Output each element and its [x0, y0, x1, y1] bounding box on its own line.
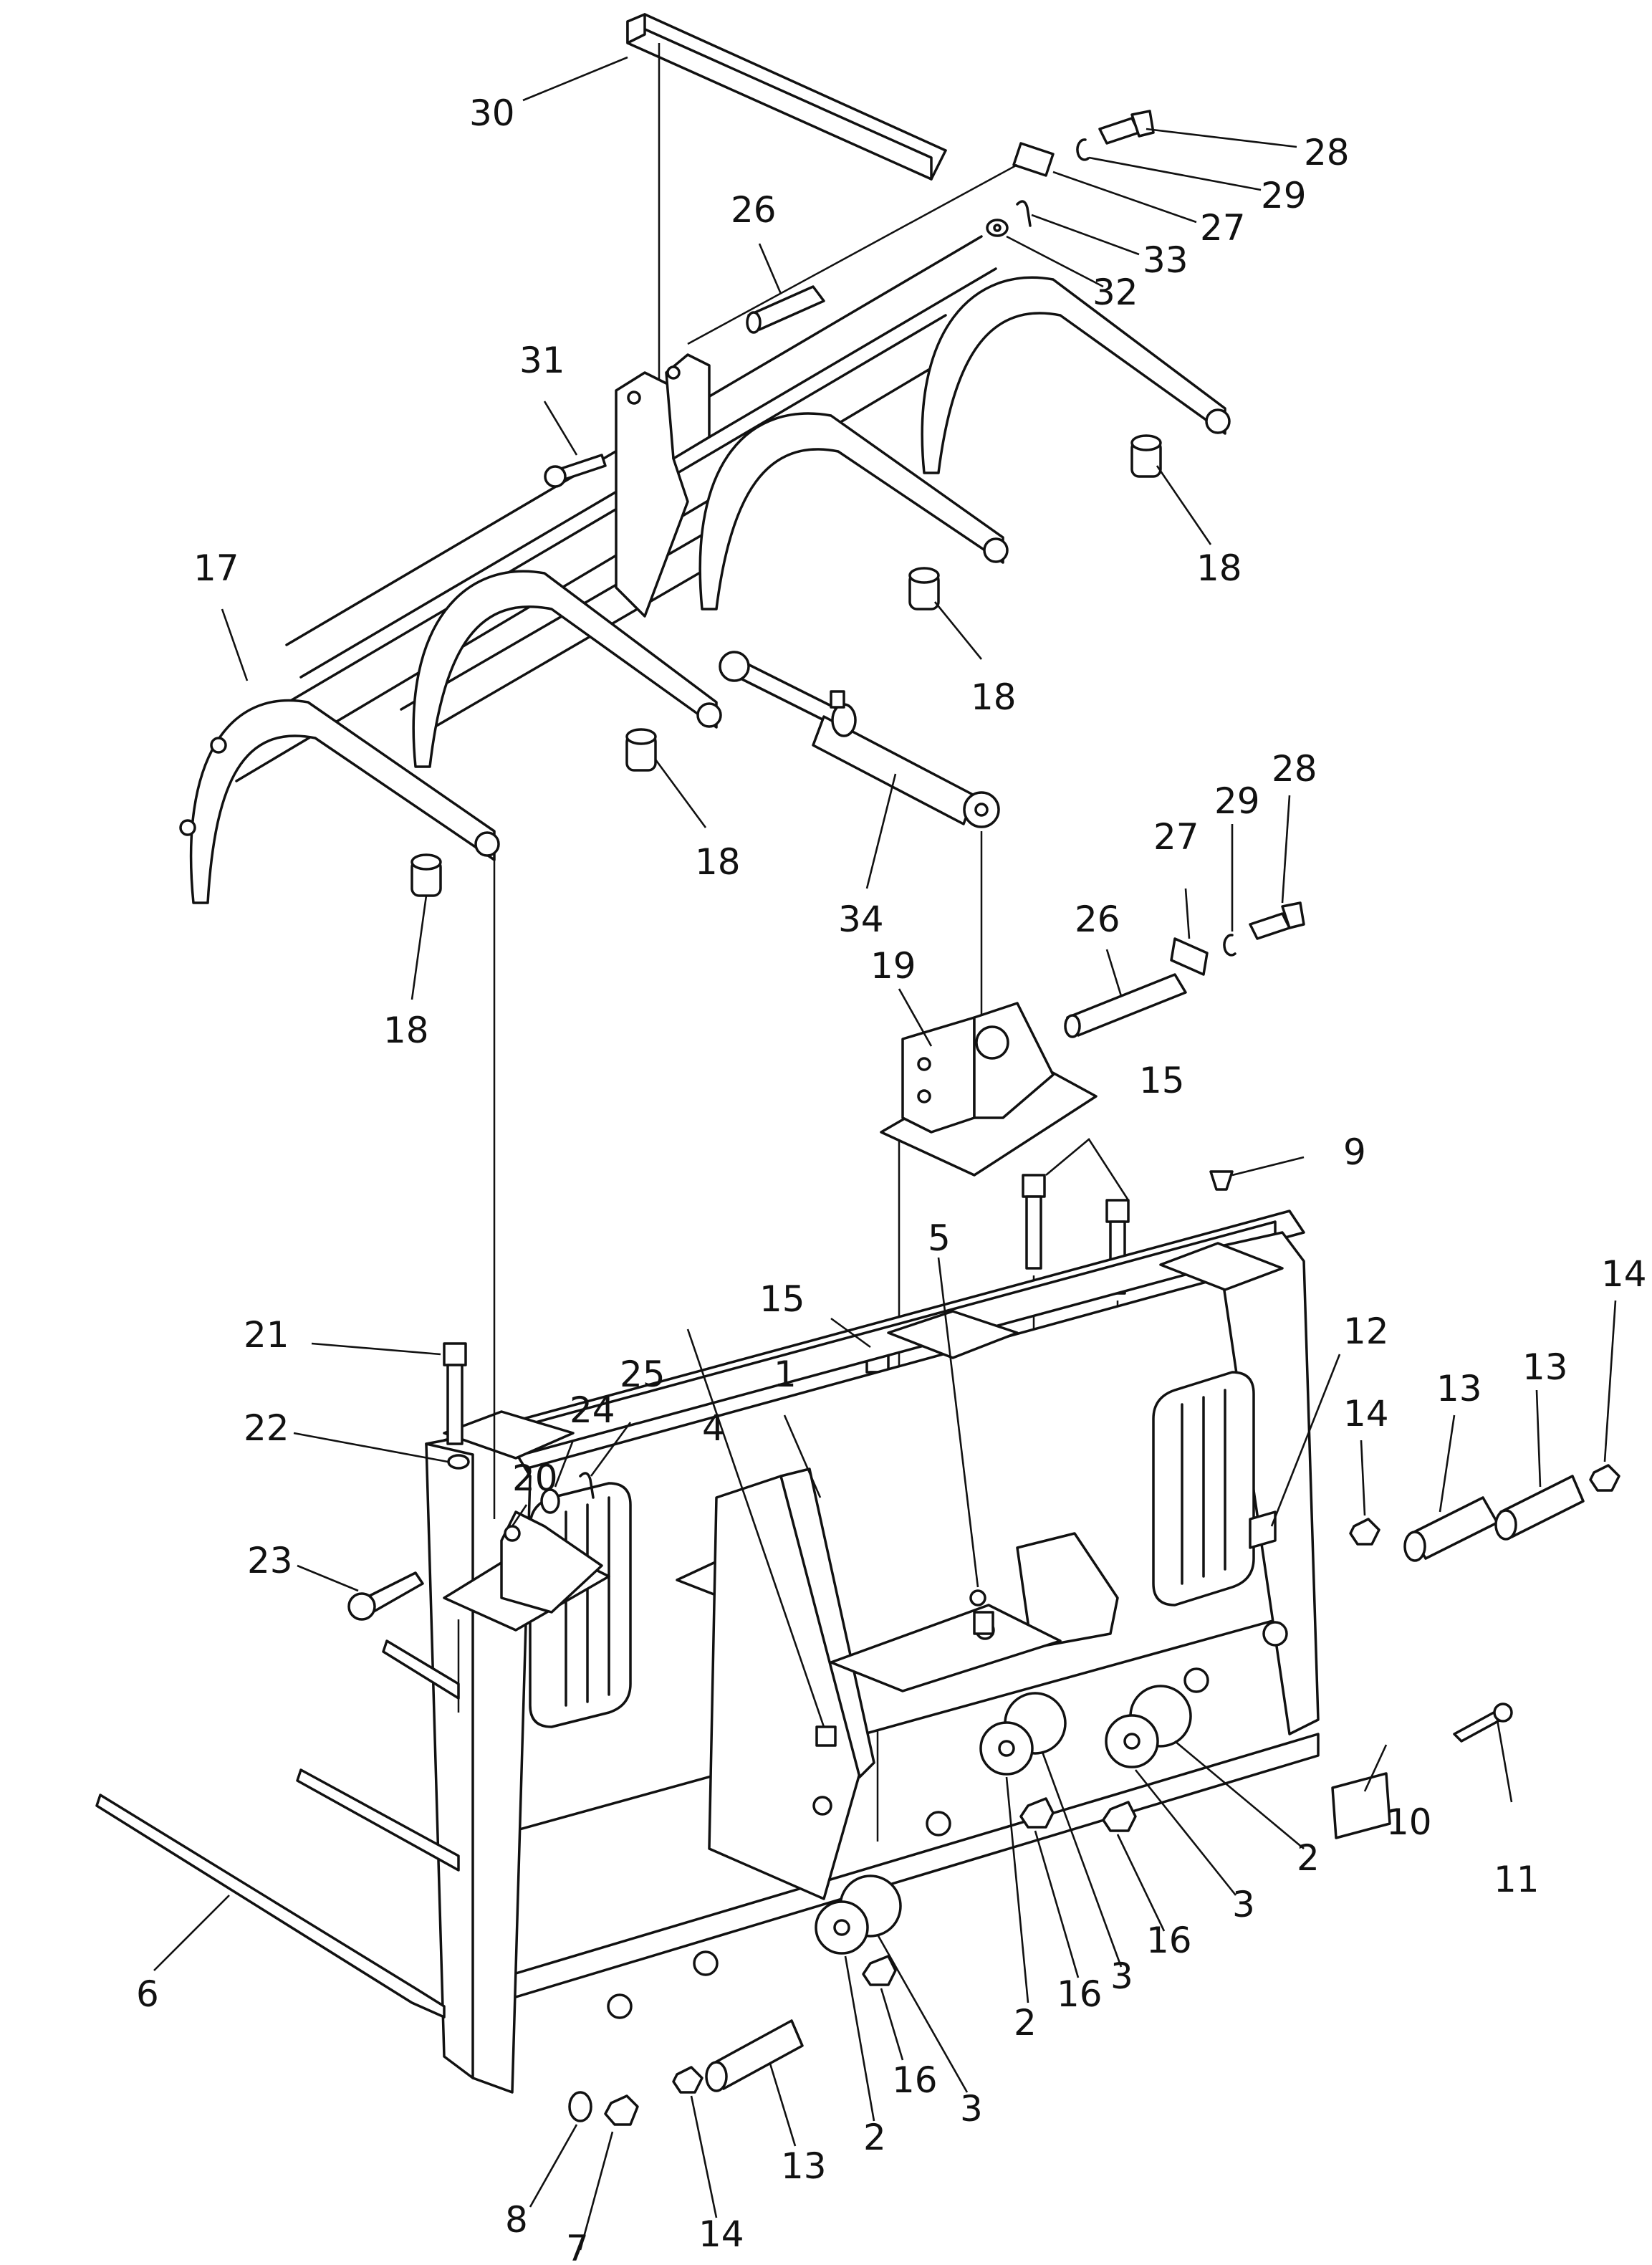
- callout-20: 20: [512, 1457, 558, 1499]
- part-12-plate: [1249, 1510, 1277, 1549]
- callout-8: 8: [505, 2199, 528, 2241]
- part-10-cover-plate: [1331, 1772, 1391, 1839]
- part-28-bolt-lower: [1249, 901, 1305, 940]
- callout-18: 18: [383, 1010, 429, 1051]
- callout-14: 14: [1601, 1253, 1647, 1295]
- callout-30: 30: [469, 92, 515, 134]
- part-25-cotter-pin: [579, 1472, 595, 1499]
- part-17-grapple-frame: [179, 235, 1231, 904]
- part-18-bushings: [410, 434, 1162, 897]
- callout-26: 26: [1075, 899, 1120, 940]
- callout-13: 13: [781, 2145, 827, 2187]
- callout-15: 15: [1139, 1060, 1185, 1101]
- callout-6: 6: [136, 1973, 159, 2015]
- part-16-nuts: [862, 1797, 1137, 1986]
- callout-17: 17: [193, 547, 239, 589]
- callout-24: 24: [570, 1389, 615, 1431]
- callout-25: 25: [620, 1354, 666, 1395]
- callout-9: 9: [1343, 1131, 1366, 1173]
- part-20-arm-bracket: [443, 1510, 610, 1632]
- callout-19: 19: [870, 945, 916, 987]
- callout-29: 29: [1261, 175, 1307, 216]
- part-32-washer: [986, 219, 1009, 237]
- part-23-pin: [347, 1571, 424, 1621]
- callout-12: 12: [1343, 1311, 1389, 1352]
- part-9-grease-fitting: [1209, 1170, 1234, 1191]
- callout-29: 29: [1214, 780, 1260, 822]
- callout-5: 5: [928, 1217, 951, 1259]
- part-13-pins: [705, 1475, 1585, 2092]
- part-11-screw: [1453, 1703, 1513, 1743]
- part-5-lock: [969, 1589, 994, 1635]
- callout-28: 28: [1304, 132, 1350, 173]
- part-24-washer: [540, 1488, 560, 1514]
- part-21-bolt: [443, 1342, 467, 1445]
- part-28-bolt-upper: [1098, 110, 1155, 145]
- part-27-plate-lower: [1170, 937, 1209, 976]
- callout-1: 1: [774, 1354, 797, 1395]
- part-26-pin-lower: [1064, 973, 1187, 1038]
- callout-27: 27: [1153, 816, 1199, 858]
- callout-16: 16: [892, 2059, 938, 2101]
- part-7-nut: [604, 2094, 639, 2126]
- callout-15: 15: [759, 1278, 805, 1320]
- callout-7: 7: [566, 2228, 589, 2265]
- callout-3: 3: [960, 2088, 983, 2130]
- part-33-cotter-pin: [1016, 200, 1032, 227]
- callout-18: 18: [971, 676, 1017, 718]
- part-30-angle-bar: [626, 13, 947, 401]
- leader-lines: [153, 56, 1617, 2251]
- callout-2: 2: [863, 2117, 886, 2158]
- callout-3: 3: [1232, 1884, 1255, 1925]
- part-19-cylinder-bracket: [880, 1002, 1098, 1177]
- callout-23: 23: [247, 1540, 293, 1581]
- part-31-bolt: [544, 454, 607, 488]
- part-26-pin-upper: [746, 285, 825, 334]
- callout-11: 11: [1494, 1859, 1540, 1900]
- callout-3: 3: [1110, 1955, 1133, 1997]
- callout-16: 16: [1057, 1973, 1103, 2015]
- callout-14: 14: [698, 2213, 744, 2255]
- callout-13: 13: [1522, 1346, 1568, 1388]
- callout-16: 16: [1146, 1920, 1192, 1961]
- part-4-lock: [815, 1725, 837, 1747]
- callout-10: 10: [1386, 1801, 1432, 1843]
- part-1-main-frame: [425, 1210, 1320, 2094]
- callout-34: 34: [838, 899, 884, 940]
- callout-26: 26: [731, 189, 777, 231]
- part-22-washer: [447, 1454, 470, 1470]
- callout-2: 2: [1297, 1837, 1320, 1879]
- callout-28: 28: [1272, 748, 1317, 790]
- part-2-3-rollers: [815, 1685, 1192, 1955]
- callout-22: 22: [244, 1407, 289, 1449]
- callout-4: 4: [702, 1407, 725, 1449]
- callout-18: 18: [1196, 547, 1242, 589]
- callout-18: 18: [695, 841, 741, 883]
- callout-33: 33: [1143, 239, 1188, 281]
- callout-21: 21: [244, 1314, 289, 1356]
- part-6-tines: [95, 1639, 460, 2019]
- part-29-washer-upper: [1076, 138, 1090, 161]
- part-27-plate-upper: [1012, 142, 1055, 177]
- part-34-hydraulic-cylinder: [719, 651, 1000, 828]
- part-14-nuts: [672, 1464, 1620, 2094]
- callout-27: 27: [1200, 207, 1246, 249]
- part-29-washer-lower: [1223, 934, 1236, 957]
- callout-13: 13: [1436, 1368, 1482, 1409]
- callout-31: 31: [519, 340, 565, 381]
- callout-32: 32: [1092, 272, 1138, 313]
- callout-2: 2: [1014, 2002, 1037, 2044]
- callout-14: 14: [1343, 1393, 1389, 1435]
- part-8-washer: [568, 2091, 592, 2122]
